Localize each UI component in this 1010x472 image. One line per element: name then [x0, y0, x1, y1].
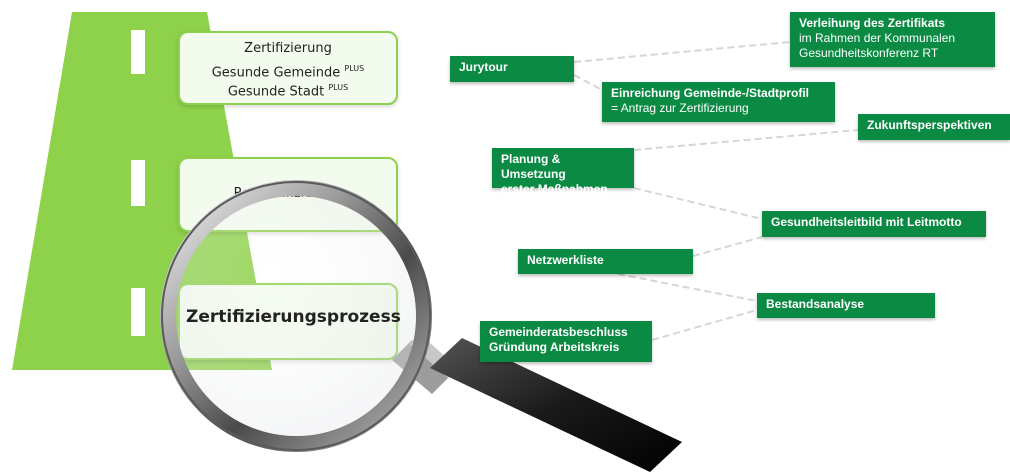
step-verleihung-line1: Verleihung des Zertifikats: [799, 16, 946, 30]
plus-superscript: PLUS: [328, 83, 349, 93]
step-verleihung-sub2: Gesundheitskonferenz RT: [799, 46, 939, 60]
stage-zertifizierung-title: Zertifizierung: [244, 41, 332, 56]
step-netzwerkliste: Netzwerkliste: [518, 249, 693, 274]
step-verleihung: Verleihung des Zertifikats im Rahmen der…: [790, 12, 995, 67]
step-gemeinderatsbeschluss: Gemeinderatsbeschluss Gründung Arbeitskr…: [480, 321, 652, 362]
step-einreichung-sub: = Antrag zur Zertifizierung: [611, 101, 749, 115]
step-planung-line1: Planung & Umsetzung: [501, 152, 566, 181]
step-jurytour-label: Jurytour: [459, 60, 508, 74]
step-planung: Planung & Umsetzung erster Maßnahmen: [492, 148, 634, 196]
gesunde-stadt-label: Gesunde Stadt PLUS: [180, 80, 396, 99]
step-gesundheitsleitbild: Gesundheitsleitbild mit Leitmotto: [762, 211, 986, 237]
step-jurytour: Jurytour: [450, 56, 574, 82]
step-planung-line2: erster Maßnahmen: [501, 182, 608, 196]
step-gesundheitsleitbild-label: Gesundheitsleitbild mit Leitmotto: [771, 215, 962, 229]
step-zukunftsperspektiven-label: Zukunftsperspektiven: [867, 118, 992, 132]
gesunde-stadt-text: Gesunde Stadt: [227, 84, 325, 100]
stage-zertifizierung: Zertifizierung Gesunde Gemeinde PLUS Ges…: [178, 31, 398, 105]
gesunde-gemeinde-text: Gesunde Gemeinde: [211, 65, 341, 81]
stage-prozess-title: Zertifizierungsprozess: [186, 307, 401, 327]
step-verleihung-sub1: im Rahmen der Kommunalen: [799, 31, 956, 45]
step-bestandsanalyse-label: Bestandsanalyse: [766, 297, 865, 311]
step-gemeinderatsbeschluss-line1: Gemeinderatsbeschluss: [489, 325, 628, 339]
plus-superscript: PLUS: [344, 64, 365, 73]
gesunde-gemeinde-label: Gesunde Gemeinde PLUS: [180, 61, 396, 80]
step-netzwerkliste-label: Netzwerkliste: [527, 253, 604, 267]
step-bestandsanalyse: Bestandsanalyse: [757, 293, 935, 318]
step-zukunftsperspektiven: Zukunftsperspektiven: [858, 114, 1010, 140]
step-einreichung-line1: Einreichung Gemeinde-/Stadtprofil: [611, 86, 810, 100]
step-gemeinderatsbeschluss-line2: Gründung Arbeitskreis: [489, 340, 620, 354]
step-einreichung: Einreichung Gemeinde-/Stadtprofil = Antr…: [602, 82, 835, 122]
